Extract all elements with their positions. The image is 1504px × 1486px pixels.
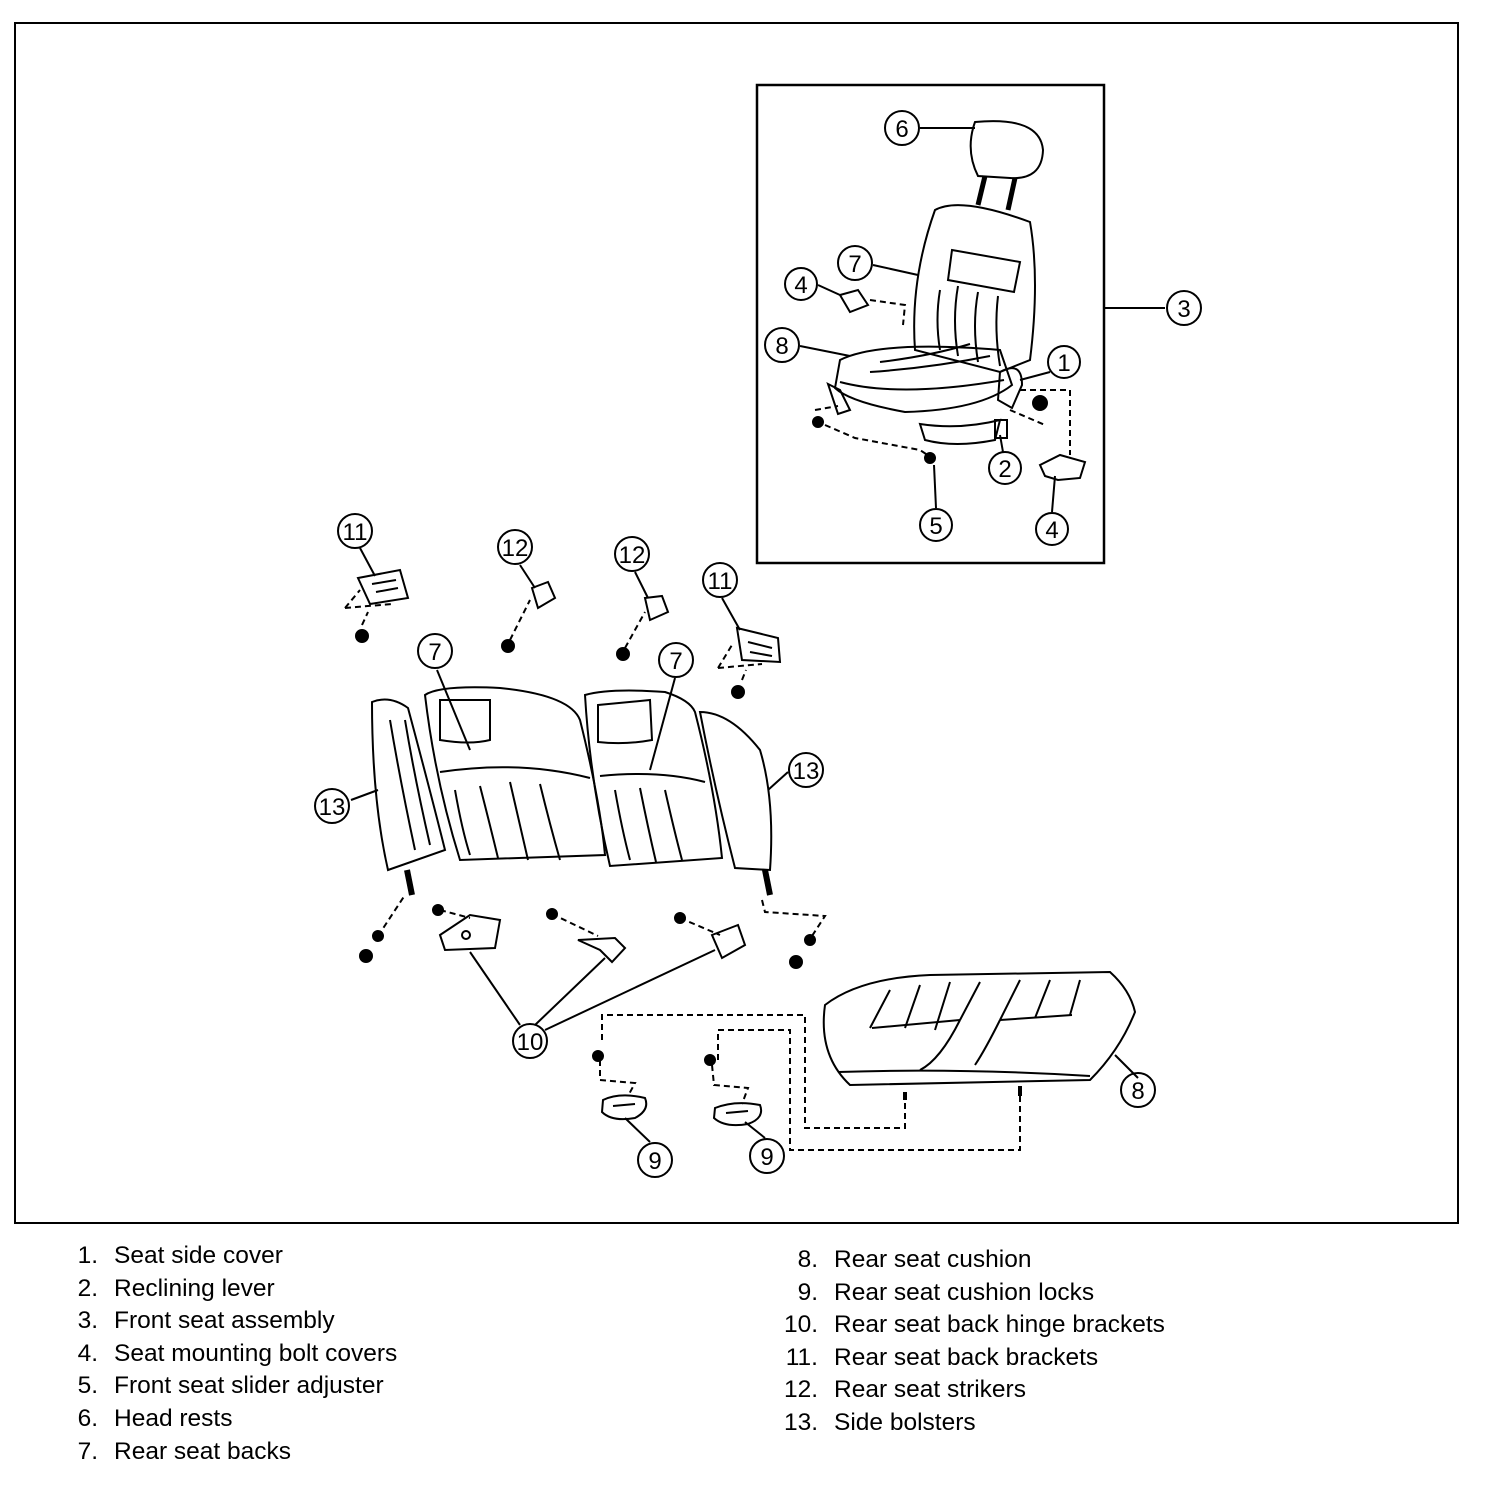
svg-text:10: 10 bbox=[517, 1029, 544, 1056]
legend-text: Side bolsters bbox=[834, 1408, 976, 1436]
legend-number: 8. bbox=[797, 1246, 818, 1273]
legend-text: Rear seat strikers bbox=[834, 1376, 1026, 1404]
callout-7-rear-right: 7 bbox=[658, 642, 694, 678]
svg-text:11: 11 bbox=[343, 519, 368, 546]
legend-item: 2. Reclining lever bbox=[50, 1273, 397, 1306]
legend-item: 3. Front seat assembly bbox=[50, 1305, 397, 1338]
callout-1: 1 bbox=[1047, 345, 1081, 379]
legend-text: Rear seat cushion bbox=[834, 1246, 1032, 1273]
legend-text: Seat side cover bbox=[114, 1242, 283, 1269]
svg-text:6: 6 bbox=[895, 116, 908, 143]
legend-number: 11. bbox=[785, 1343, 818, 1371]
legend-number: 1. bbox=[77, 1242, 98, 1269]
svg-text:5: 5 bbox=[929, 513, 942, 540]
legend-item: 9. Rear seat cushion locks bbox=[770, 1277, 1165, 1310]
svg-text:12: 12 bbox=[619, 542, 646, 569]
callout-6: 6 bbox=[884, 110, 920, 146]
callout-12-left: 12 bbox=[497, 529, 533, 565]
callout-4-lower: 4 bbox=[1035, 512, 1069, 546]
svg-text:4: 4 bbox=[794, 272, 807, 299]
front-seat-drawing bbox=[812, 120, 1087, 482]
svg-text:12: 12 bbox=[502, 535, 529, 562]
legend-text: Rear seat back hinge brackets bbox=[834, 1311, 1165, 1339]
callout-11-right: 11 bbox=[702, 562, 738, 598]
callout-12-right: 12 bbox=[614, 536, 650, 572]
legend-item: 10. Rear seat back hinge brackets bbox=[770, 1309, 1165, 1342]
legend-left-column: 1. Seat side cover 2. Reclining lever 3. Fr… bbox=[50, 1240, 398, 1469]
legend-item: 5. Front seat slider adjuster bbox=[50, 1370, 397, 1403]
callout-8-rear: 8 bbox=[1120, 1072, 1156, 1108]
legend-text: Front seat assembly bbox=[114, 1307, 335, 1335]
legend-item: 4. Seat mounting bolt covers bbox=[50, 1338, 398, 1371]
legend-number: 12. bbox=[783, 1376, 818, 1404]
callout-9-left: 9 bbox=[637, 1142, 673, 1178]
figure-frame bbox=[14, 22, 1459, 1224]
callout-10: 10 bbox=[512, 1023, 548, 1059]
callout-7-front: 7 bbox=[837, 245, 873, 281]
svg-text:11: 11 bbox=[708, 568, 733, 595]
legend-number: 3. bbox=[77, 1307, 98, 1335]
svg-text:1: 1 bbox=[1057, 350, 1070, 377]
callout-4-upper: 4 bbox=[784, 267, 818, 301]
svg-text:2: 2 bbox=[998, 456, 1011, 483]
legend-text: Rear seat cushion locks bbox=[834, 1278, 1095, 1306]
callout-2: 2 bbox=[988, 451, 1022, 485]
legend-item: 6. Head rests bbox=[50, 1403, 397, 1436]
legend-number: 2. bbox=[77, 1274, 98, 1302]
legend-item: 1. Seat side cover bbox=[50, 1240, 397, 1273]
legend-number: 5. bbox=[77, 1372, 98, 1400]
legend-number: 13. bbox=[783, 1408, 818, 1436]
callout-13-left: 13 bbox=[314, 788, 350, 824]
callout-7-rear-left: 7 bbox=[417, 633, 453, 669]
legend-item: 13. Side bolsters bbox=[770, 1407, 1165, 1440]
svg-text:9: 9 bbox=[648, 1148, 661, 1175]
leader-lines bbox=[350, 127, 1165, 1143]
legend-text: Reclining lever bbox=[114, 1274, 275, 1302]
legend-item: 8. Rear seat cushion bbox=[770, 1244, 1165, 1277]
legend-item: 7. Rear seat backs bbox=[50, 1436, 397, 1469]
callouts: 1 2 3 4 4 5 6 7 8 11 12 12 11 7 7 13 13 … bbox=[314, 110, 1202, 1178]
legend-text: Seat mounting bolt covers bbox=[114, 1339, 398, 1367]
callout-9-right: 9 bbox=[749, 1138, 785, 1174]
legend-number: 7. bbox=[77, 1437, 98, 1465]
callout-8-front: 8 bbox=[764, 327, 800, 363]
legend-number: 6. bbox=[77, 1404, 98, 1432]
svg-text:3: 3 bbox=[1177, 296, 1190, 323]
svg-text:7: 7 bbox=[428, 639, 441, 666]
svg-text:7: 7 bbox=[848, 251, 861, 278]
seat-exploded-diagram: 1 2 3 4 4 5 6 7 8 11 12 12 11 7 7 13 13 … bbox=[314, 83, 1202, 1178]
legend-item: 11. Rear seat back brackets bbox=[770, 1342, 1165, 1375]
legend-number: 4. bbox=[77, 1339, 98, 1367]
legend-text: Head rests bbox=[114, 1404, 233, 1432]
legend-text: Front seat slider adjuster bbox=[114, 1372, 384, 1400]
rear-seat-back-drawing bbox=[370, 686, 773, 896]
callout-5: 5 bbox=[919, 508, 953, 542]
svg-text:7: 7 bbox=[669, 648, 682, 675]
callout-3: 3 bbox=[1166, 290, 1202, 326]
legend-number: 9. bbox=[797, 1278, 818, 1306]
svg-text:13: 13 bbox=[793, 758, 820, 785]
legend-item: 12. Rear seat strikers bbox=[770, 1374, 1165, 1407]
svg-text:4: 4 bbox=[1045, 517, 1058, 544]
legend-right-column: 8. Rear seat cushion 9. Rear seat cushion … bbox=[770, 1244, 1165, 1440]
callout-13-right: 13 bbox=[788, 752, 824, 788]
svg-text:13: 13 bbox=[319, 794, 346, 821]
legend-text: Rear seat backs bbox=[114, 1437, 292, 1465]
legend-text: Rear seat back brackets bbox=[834, 1343, 1099, 1371]
svg-text:9: 9 bbox=[760, 1144, 773, 1171]
front-seat-inset-box bbox=[755, 83, 1106, 565]
callout-11-left: 11 bbox=[337, 513, 373, 549]
bracket-hardware bbox=[344, 568, 1022, 1151]
svg-text:8: 8 bbox=[1131, 1078, 1144, 1105]
svg-text:8: 8 bbox=[775, 333, 788, 360]
legend-number: 10. bbox=[783, 1311, 818, 1339]
rear-seat-cushion-drawing bbox=[822, 970, 1137, 1087]
